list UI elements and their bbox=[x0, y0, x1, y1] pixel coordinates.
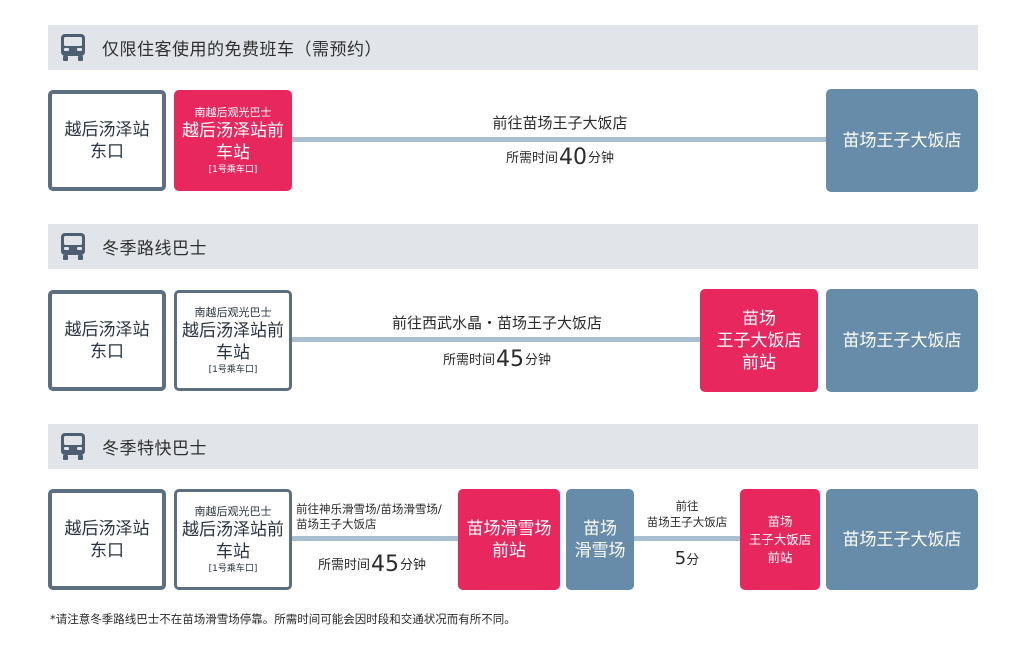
route3-bus-stop: 南越后观光巴士 越后汤泽站前 车站 [1号乘车口] bbox=[174, 489, 292, 590]
route1-travel-time: 所需时间40分钟 bbox=[505, 145, 615, 170]
route3-direction: 前往神乐滑雪场/苗场滑雪场/ 苗场王子大饭店 bbox=[296, 502, 442, 531]
route3-hotel-front-stop: 苗场 王子大饭店 前站 bbox=[740, 489, 820, 590]
route1-hotel: 苗场王子大饭店 bbox=[826, 89, 978, 192]
route2-start-station: 越后汤泽站 东口 bbox=[48, 290, 166, 391]
route3-start-station: 越后汤泽站 东口 bbox=[48, 489, 166, 590]
route1-direction: 前往苗场王子大饭店 bbox=[492, 114, 628, 132]
route3-travel-time: 所需时间45分钟 bbox=[317, 552, 427, 577]
bus-icon bbox=[61, 233, 85, 260]
route2-header: 冬季路线巴士 bbox=[48, 224, 978, 269]
route2-line bbox=[292, 337, 702, 342]
bus-icon bbox=[61, 34, 85, 61]
route3-line-1 bbox=[292, 536, 460, 541]
route3-leg2-time: 5分 bbox=[674, 548, 700, 569]
route3-line-2 bbox=[634, 536, 740, 541]
route3-title: 冬季特快巴士 bbox=[102, 439, 207, 459]
route3-ski-front-stop: 苗场滑雪场 前站 bbox=[458, 489, 560, 590]
route2-travel-time: 所需时间45分钟 bbox=[442, 347, 552, 372]
bus-icon bbox=[61, 433, 85, 460]
route2-bus-stop: 南越后观光巴士 越后汤泽站前 车站 [1号乘车口] bbox=[174, 290, 292, 391]
route2-hotel-front-stop: 苗场 王子大饭店 前站 bbox=[700, 289, 818, 392]
route1-start-station: 越后汤泽站 东口 bbox=[48, 90, 166, 191]
route2-title: 冬季路线巴士 bbox=[102, 239, 207, 259]
route1-header: 仅限住客使用的免费班车（需预约） bbox=[48, 25, 978, 70]
route3-header: 冬季特快巴士 bbox=[48, 424, 978, 469]
route3-leg2-direction: 前往 苗场王子大饭店 bbox=[646, 499, 728, 529]
route1-line bbox=[292, 137, 828, 142]
footnote: *请注意冬季路线巴士不在苗场滑雪场停靠。所需时间可能会因时段和交通状况而有所不同… bbox=[50, 612, 516, 626]
route1-bus-stop: 南越后观光巴士 越后汤泽站前 车站 [1号乘车口] bbox=[174, 90, 292, 191]
route3-hotel: 苗场王子大饭店 bbox=[826, 489, 978, 590]
route1-title: 仅限住客使用的免费班车（需预约） bbox=[102, 40, 382, 60]
route3-ski-resort: 苗场 滑雪场 bbox=[566, 489, 634, 590]
route2-direction: 前往西武水晶・苗场王子大饭店 bbox=[391, 314, 602, 332]
route2-hotel: 苗场王子大饭店 bbox=[826, 289, 978, 392]
